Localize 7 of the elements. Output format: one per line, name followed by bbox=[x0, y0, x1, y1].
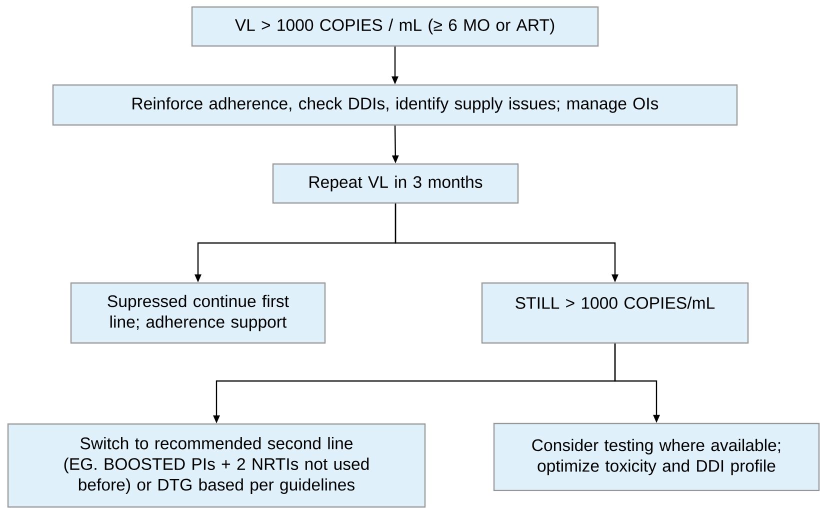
process-box: Repeat VL in 3 months bbox=[272, 163, 519, 204]
process-box: VL > 1000 COPIES / mL (≥ 6 MO or ART) bbox=[191, 6, 599, 47]
process-box: Switch to recommended second line (EG. BOOSTED PIs + 2 NRTIs not used before) or DTG based per guidelines bbox=[7, 423, 426, 508]
process-box: Reinforce adherence, check DDIs, identify supply issues; manage OIs bbox=[52, 84, 738, 126]
process-box: Supressed continue first line; adherence support bbox=[70, 282, 326, 344]
process-box: Consider testing where available; optimize toxicity and DDI profile bbox=[493, 422, 820, 492]
process-box: STILL > 1000 COPIES/mL bbox=[481, 282, 749, 344]
